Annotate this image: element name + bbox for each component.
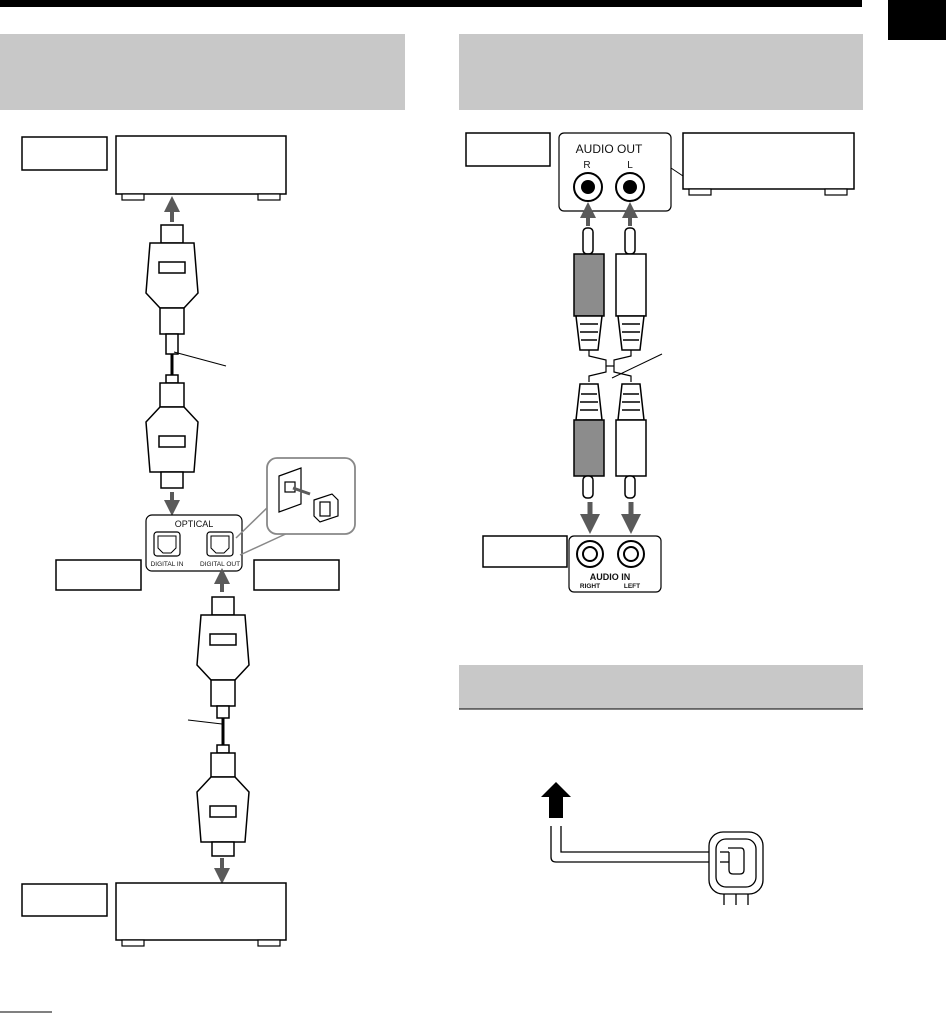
rca-cable-pair — [588, 350, 632, 382]
audio-out-r-label: R — [583, 160, 590, 171]
audio-out-panel: AUDIO OUT R L — [558, 132, 672, 212]
external-device-bottom — [115, 882, 287, 947]
audio-out-title: AUDIO OUT — [576, 142, 643, 156]
rca-plug-l-lower — [615, 383, 647, 499]
rca-plug-r-upper — [573, 227, 605, 351]
device-label-box-bottom — [21, 883, 108, 917]
cable-leader-1 — [173, 351, 227, 367]
audio-in-right-jack — [576, 540, 604, 568]
cable-leader-2 — [187, 719, 223, 725]
optical-plug-3 — [196, 596, 250, 719]
audio-in-left-jack — [617, 540, 645, 568]
analog-section-header — [459, 34, 863, 110]
audio-out-r-jack — [573, 172, 603, 202]
cable-leader-3 — [611, 353, 663, 379]
optical-title: OPTICAL — [175, 519, 214, 529]
audio-in-left-label: LEFT — [624, 583, 640, 590]
audio-out-l-jack — [615, 172, 645, 202]
top-rule — [0, 0, 862, 7]
digital-out-label: DIGITAL OUT — [200, 561, 240, 568]
device-label-box-right — [253, 559, 340, 591]
optical-plug-4 — [196, 744, 250, 857]
dust-cap-icon — [278, 467, 339, 523]
rca-plug-l-upper — [615, 227, 647, 351]
device-label-box-left — [55, 559, 142, 591]
dust-cap-callout — [235, 457, 356, 556]
device-label-box-top — [21, 136, 108, 171]
cord-direction-arrow — [541, 782, 571, 818]
digital-in-jack — [153, 531, 181, 557]
optical-plug-2 — [145, 374, 199, 489]
device-label-box-audio-in — [482, 535, 568, 568]
external-device-audio-source — [682, 132, 855, 196]
audio-out-l-label: L — [627, 160, 633, 171]
audio-in-right-label: RIGHT — [580, 583, 600, 590]
audio-in-panel: AUDIO IN RIGHT LEFT — [568, 535, 662, 593]
side-tab — [888, 0, 946, 40]
external-device-top — [115, 135, 287, 201]
device-label-box-audio-source — [465, 132, 551, 167]
optical-section-header — [0, 34, 405, 110]
optical-plug-1 — [145, 224, 199, 355]
optical-panel: OPTICAL DIGITAL IN DIGITAL OUT — [145, 514, 243, 572]
cord-hook-illustration — [550, 826, 764, 905]
rca-plug-r-lower — [573, 383, 605, 499]
audio-in-title: AUDIO IN — [590, 572, 631, 582]
cord-section-header — [459, 665, 863, 709]
digital-in-label: DIGITAL IN — [151, 561, 184, 568]
digital-out-jack — [206, 531, 234, 557]
